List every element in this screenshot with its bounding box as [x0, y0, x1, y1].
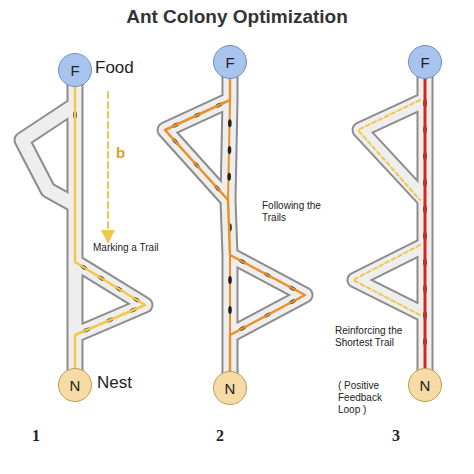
pheromone-trail: [165, 79, 305, 371]
diagram-title: Ant Colony Optimization: [0, 6, 474, 28]
ant: [228, 119, 232, 127]
node-letter: N: [70, 377, 81, 394]
node-letter: N: [420, 377, 431, 394]
node-letter: F: [70, 62, 79, 79]
node-letter: N: [225, 380, 236, 397]
distance-label: b: [116, 144, 136, 162]
step-note: Marking a Trail: [93, 242, 193, 254]
panel-number: 2: [216, 426, 236, 445]
nest-label: Nest: [97, 373, 177, 393]
panel-number: 3: [392, 426, 412, 445]
pheromone-trail: [75, 87, 145, 368]
step-note: ( Positive Feedback Loop ): [338, 380, 400, 416]
ant: [228, 146, 232, 154]
ant: [228, 306, 232, 314]
nest-circle: N: [408, 368, 442, 402]
step-note: Reinforcing the Shortest Trail: [335, 325, 415, 349]
pheromone-trail: [424, 79, 427, 368]
food-circle: F: [58, 53, 92, 87]
food-label: Food: [95, 58, 175, 78]
ant: [227, 173, 231, 181]
nest-circle: N: [213, 371, 247, 405]
nest-circle: N: [58, 368, 92, 402]
panel-number: 1: [32, 426, 52, 445]
food-circle: F: [213, 45, 247, 79]
food-circle: F: [408, 45, 442, 79]
node-letter: F: [420, 54, 429, 71]
ant: [228, 276, 232, 284]
node-letter: F: [225, 54, 234, 71]
step-note: Following the Trails: [262, 200, 332, 224]
